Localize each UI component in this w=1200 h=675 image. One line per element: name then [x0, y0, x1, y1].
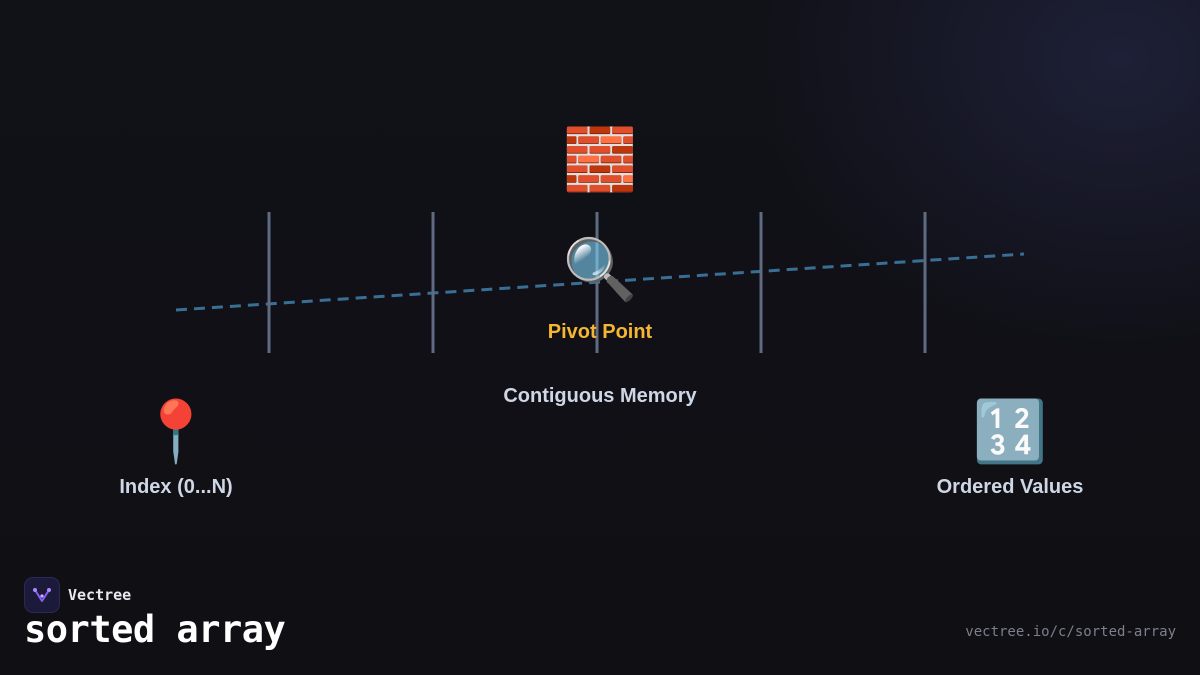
- page-url[interactable]: vectree.io/c/sorted-array: [965, 624, 1176, 640]
- brand[interactable]: Vectree: [24, 577, 131, 613]
- numbers-icon: 🔢: [972, 397, 1048, 467]
- contiguous-memory-label: Contiguous Memory: [503, 385, 697, 407]
- index-label: Index (0...N): [119, 476, 233, 498]
- magnifying-glass-icon: 🔍: [562, 235, 638, 305]
- trend-dashed-line: [175, 252, 1025, 312]
- pivot-point-label: Pivot Point: [547, 321, 653, 343]
- pin-icon: 📍: [138, 397, 214, 467]
- page-title: sorted array: [24, 608, 286, 651]
- ordered-values-label: Ordered Values: [936, 476, 1084, 498]
- brick-wall-icon: 🧱: [562, 125, 638, 195]
- vectree-logo-icon: [24, 577, 60, 613]
- brand-name: Vectree: [68, 586, 132, 604]
